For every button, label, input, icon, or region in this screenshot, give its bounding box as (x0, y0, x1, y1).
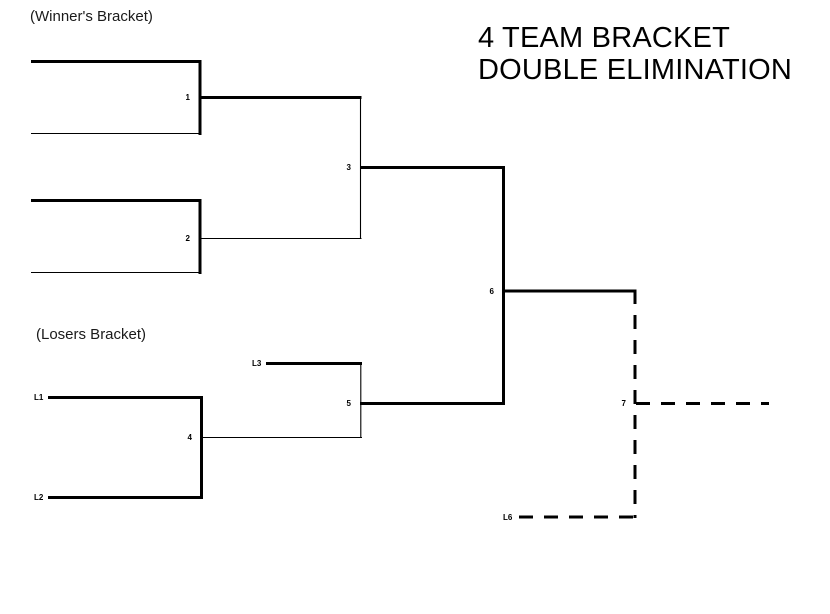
game-6-label: 6 (490, 287, 495, 296)
game-5-bracket (201, 362, 362, 439)
game-6-bracket (360, 166, 505, 405)
seed-label-L6: L6 (503, 513, 513, 522)
seed-label-L3: L3 (252, 359, 262, 368)
game-7-bracket (503, 289, 769, 519)
game-7-label: 7 (622, 399, 627, 408)
game-2-bracket (31, 199, 202, 274)
seed-label-L2: L2 (34, 493, 44, 502)
game-4-bracket (48, 396, 203, 499)
game-5-label: 5 (347, 399, 352, 408)
losers-bracket-header: (Losers Bracket) (36, 326, 147, 343)
title-line-1: 4 TEAM BRACKET (478, 22, 731, 54)
game-4-label: 4 (188, 433, 193, 442)
seed-label-L1: L1 (34, 393, 44, 402)
game-3-bracket (200, 96, 362, 240)
winners-bracket-header: (Winner's Bracket) (30, 8, 153, 25)
game-2-label: 2 (186, 234, 191, 243)
game-1-bracket (31, 60, 202, 135)
game-1-label: 1 (186, 93, 191, 102)
title-line-2: DOUBLE ELIMINATION (478, 54, 793, 87)
game-3-label: 3 (347, 163, 352, 172)
bracket-title: 4 TEAM BRACKET DOUBLE ELIMINATION (478, 22, 792, 87)
